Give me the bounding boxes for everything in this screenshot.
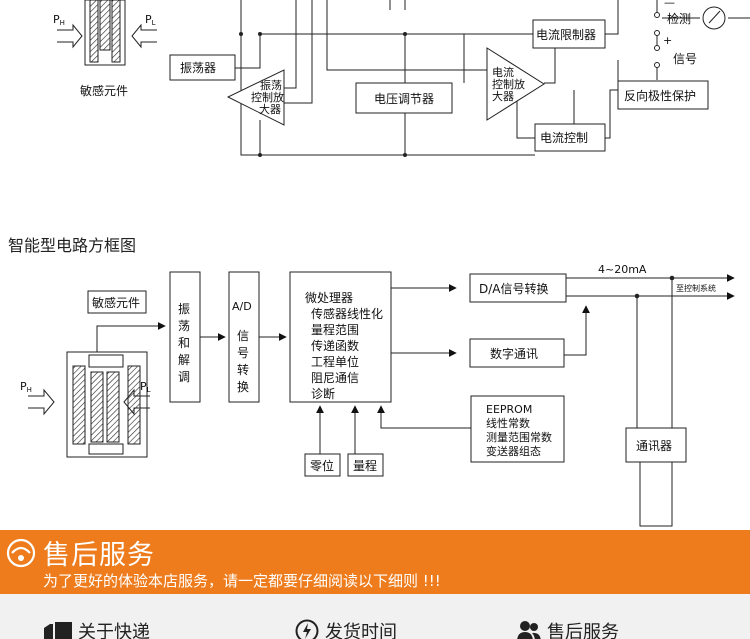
mcu-item-4: 工程单位 [311, 354, 359, 369]
current-output-label: 4~20mA [598, 263, 647, 276]
bottom-block-diagram: 敏感元件 PH PL 振 荡 和 解 调 A/D 信 号 转 换 [20, 263, 735, 527]
osc-char-2: 荡 [178, 319, 190, 333]
zero-label: 零位 [310, 458, 334, 473]
top-osc-amp-line3: 大器 [259, 102, 281, 116]
mcu-item-2: 量程范围 [311, 322, 359, 337]
communicator-box [625, 427, 687, 463]
meter-icon [702, 6, 726, 30]
top-sensor-element [84, 0, 126, 66]
mcu-item-5: 阻尼通信 [311, 371, 359, 385]
top-ph-arrow [57, 23, 83, 49]
digital-comm-box [469, 338, 565, 368]
top-minus-label: — [664, 0, 675, 9]
service-tabs: 关于快递 发货时间 售后服务 [0, 594, 750, 639]
microprocessor-box [289, 271, 392, 403]
top-current-amp-line1: 电流 [492, 65, 514, 79]
top-pl-label: PL [145, 13, 156, 27]
da-converter-box [469, 273, 567, 303]
ad-char-4: 换 [237, 380, 249, 394]
top-oscillator-box [169, 54, 236, 81]
top-current-control-box [534, 123, 606, 152]
osc-char-1: 振 [178, 302, 190, 316]
top-reverse-protect-box [617, 80, 709, 110]
range-box [347, 453, 384, 477]
diagram-canvas: PH PL 敏感元件 [8, 0, 750, 527]
banner-subtitle: 为了更好的体验本店服务，请一定都要仔细阅读以下细则 !!! [43, 572, 441, 590]
osc-char-5: 调 [178, 370, 190, 384]
top-voltage-regulator-box [355, 82, 453, 114]
top-reverse-protect-label: 反向极性保护 [624, 88, 696, 103]
communicator-label: 通讯器 [636, 439, 672, 453]
tab-shipping[interactable]: 关于快递 [44, 618, 150, 639]
range-label: 量程 [353, 458, 377, 473]
mcu-item-1: 传感器线性化 [311, 306, 383, 321]
bottom-ph-arrow [28, 388, 55, 416]
top-circuit-diagram: PH PL 敏感元件 [53, 0, 750, 157]
bottom-ph-label: PH [20, 380, 32, 394]
ad-label: A/D [232, 300, 252, 313]
tab-delivery-time[interactable]: 发货时间 [295, 618, 397, 639]
section-title: 智能型电路方框图 [8, 236, 136, 255]
tab-shipping-label: 关于快递 [78, 622, 150, 639]
to-control-label: 至控制系统 [676, 283, 716, 293]
zero-box [304, 453, 341, 477]
top-sensor-label: 敏感元件 [80, 83, 128, 98]
service-headset-icon [6, 538, 36, 568]
top-signal-label: 信号 [673, 52, 697, 66]
top-plus-label: + [663, 34, 672, 47]
osc-char-4: 解 [178, 353, 190, 367]
truck-icon [44, 622, 72, 639]
ad-char-3: 转 [237, 362, 249, 377]
bottom-pl-label: PL [140, 380, 151, 394]
top-current-amp-line3: 大器 [492, 89, 514, 103]
bottom-sensor-element [66, 351, 148, 458]
eeprom-line-1: EEPROM [486, 403, 532, 416]
after-sales-banner: 售后服务 为了更好的体验本店服务，请一定都要仔细阅读以下细则 !!! [0, 530, 750, 594]
top-current-control-label: 电流控制 [540, 131, 588, 145]
lightning-icon [295, 619, 319, 639]
da-label: D/A信号转换 [479, 281, 549, 296]
eeprom-line-3: 测量范围常数 [486, 430, 552, 444]
top-osc-amp-triangle [226, 69, 285, 126]
top-oscillator-label: 振荡器 [180, 61, 216, 75]
ad-char-1: 信 [237, 329, 249, 343]
tab-after-sales[interactable]: 售后服务 [517, 618, 619, 639]
bottom-sensor-label: 敏感元件 [92, 295, 140, 310]
top-current-amp-line2: 控制放 [492, 77, 525, 91]
osc-char-3: 和 [178, 336, 190, 350]
top-ph-label: PH [53, 13, 65, 27]
top-current-limiter-box [532, 19, 606, 49]
top-current-limiter-label: 电流限制器 [536, 28, 596, 42]
tab-delivery-time-label: 发货时间 [325, 622, 397, 639]
eeprom-box [470, 395, 565, 463]
eeprom-line-4: 变送器组态 [486, 444, 541, 458]
top-voltage-regulator-label: 电压调节器 [374, 92, 434, 106]
ad-char-2: 号 [237, 346, 249, 360]
mcu-item-6: 诊断 [311, 386, 335, 401]
digital-comm-label: 数字通讯 [490, 346, 538, 361]
tab-after-sales-label: 售后服务 [547, 622, 619, 639]
top-osc-amp-line2: 控制放 [251, 90, 284, 104]
mcu-item-3: 传递函数 [311, 338, 359, 353]
bottom-pl-arrow [123, 388, 150, 416]
top-current-amp-triangle [486, 47, 545, 121]
banner-title: 售后服务 [43, 540, 155, 571]
mcu-title: 微处理器 [305, 291, 353, 305]
users-icon [517, 621, 541, 639]
top-osc-amp-line1: 振荡 [260, 78, 282, 92]
eeprom-line-2: 线性常数 [486, 416, 530, 430]
top-detect-label: 检测 [667, 11, 691, 26]
bottom-sensor-label-box [87, 290, 147, 314]
top-pl-arrow [131, 23, 157, 49]
